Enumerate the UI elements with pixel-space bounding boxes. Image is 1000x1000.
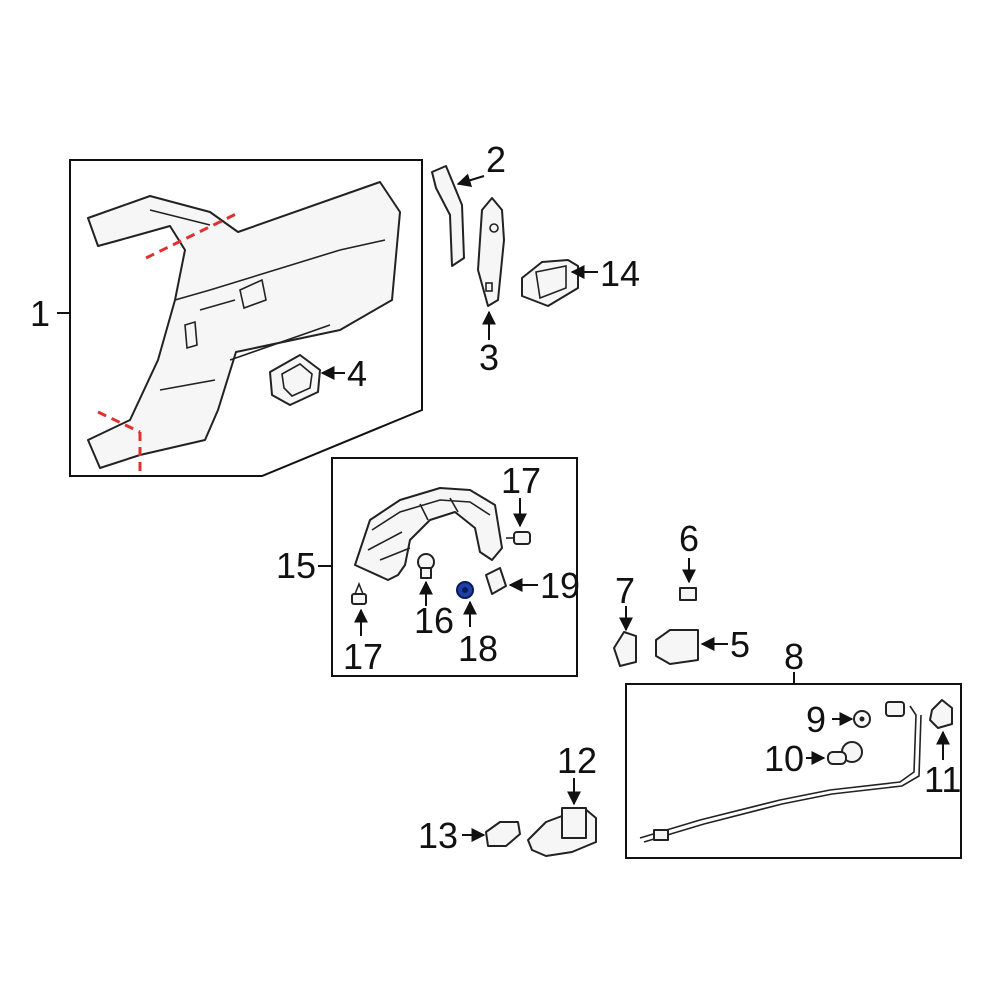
callout-7: 7 (615, 570, 635, 611)
part-13-bracket[interactable] (485, 821, 521, 847)
part-9-washer[interactable] (853, 710, 871, 728)
callout-16: 16 (414, 600, 454, 641)
callout-5: 5 (730, 624, 750, 665)
callout-17-bottom: 17 (343, 636, 383, 677)
part-14-block[interactable] (521, 259, 579, 307)
part-19-nut[interactable] (485, 567, 507, 595)
part-4-housing[interactable] (269, 354, 321, 406)
callout-3: 3 (479, 337, 499, 378)
callout-6: 6 (679, 518, 699, 559)
part-8-cable[interactable] (639, 701, 922, 843)
cut-line-bottom-h (97, 410, 141, 434)
part-7-hinge[interactable] (613, 631, 637, 667)
part-6-pad[interactable] (679, 587, 697, 601)
part-17-clip-right[interactable] (506, 531, 531, 545)
callout-14: 14 (600, 253, 640, 294)
callout-19: 19 (540, 565, 580, 606)
part-12-actuator[interactable] (527, 807, 597, 857)
part-18-screw[interactable] (456, 581, 474, 599)
release-cable-group: 8 9 10 11 (625, 636, 962, 859)
quarter-panel-box (69, 159, 423, 477)
part-10-knob[interactable] (827, 741, 863, 765)
callout-9: 9 (806, 699, 826, 740)
part-3-bracket[interactable] (477, 197, 505, 307)
callout-13: 13 (418, 815, 458, 856)
callout-2: 2 (486, 139, 506, 180)
quarter-panel-group: 1 (30, 159, 423, 477)
callout-11: 11 (924, 759, 961, 800)
wheel-liner-group: 15 17 17 16 18 (276, 457, 580, 677)
callout-10: 10 (764, 738, 804, 779)
part-11-clip[interactable] (929, 699, 953, 729)
part-2-bracket[interactable] (431, 165, 465, 267)
cut-line-top (145, 212, 237, 260)
callout-18: 18 (458, 628, 498, 669)
callout-15: 15 (276, 545, 316, 586)
callout-4: 4 (347, 353, 367, 394)
part-17-clip-left[interactable] (351, 581, 367, 605)
part-15-liner[interactable] (354, 487, 503, 581)
part-16-bolt[interactable] (417, 553, 435, 579)
callout-1: 1 (30, 293, 50, 334)
quarter-panel[interactable] (87, 181, 401, 469)
callout-17-top: 17 (501, 460, 541, 501)
callout-8: 8 (784, 636, 804, 677)
callout-2-arrow (456, 173, 485, 187)
part-5-door[interactable] (655, 629, 699, 665)
callout-12: 12 (557, 740, 597, 781)
